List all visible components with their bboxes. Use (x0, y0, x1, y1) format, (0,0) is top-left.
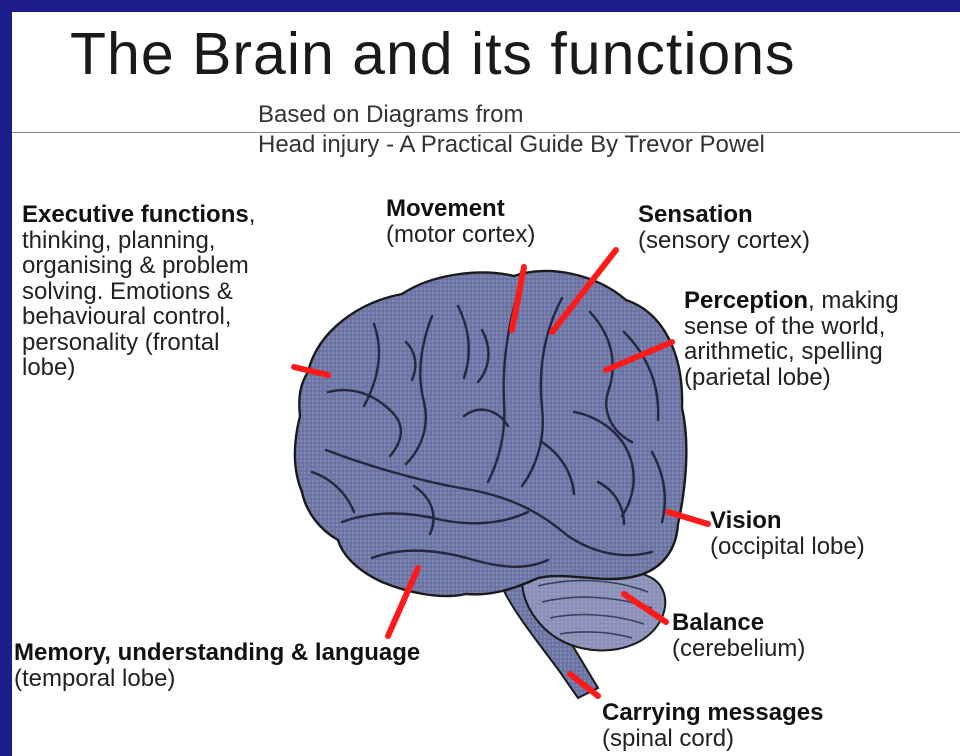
label-executive-line: lobe) (22, 355, 255, 381)
label-carrying-messages: Carrying messages (spinal cord) (602, 700, 823, 751)
label-balance-line: (cerebelium) (672, 636, 805, 662)
label-perception-rest: , making (808, 287, 899, 314)
label-executive-line: thinking, planning, (22, 228, 255, 254)
label-balance-bold: Balance (672, 609, 764, 636)
label-perception: Perception, making sense of the world, a… (684, 288, 899, 390)
label-executive-line: organising & problem (22, 253, 255, 279)
label-executive-bold: Executive functions (22, 201, 249, 228)
label-executive-line: behavioural control, (22, 304, 255, 330)
slide: The Brain and its functions Based on Dia… (12, 12, 960, 756)
label-movement: Movement (motor cortex) (386, 196, 535, 247)
label-executive-line: solving. Emotions & (22, 279, 255, 305)
label-sensation: Sensation (sensory cortex) (638, 202, 810, 253)
label-movement-bold: Movement (386, 195, 505, 222)
label-vision-bold: Vision (710, 507, 782, 534)
label-executive-line: personality (frontal (22, 330, 255, 356)
label-memory: Memory, understanding & language (tempor… (14, 640, 420, 691)
label-perception-bold: Perception (684, 287, 808, 314)
label-executive-functions: Executive functions, thinking, planning,… (22, 202, 255, 381)
label-memory-line: (temporal lobe) (14, 666, 420, 692)
label-balance: Balance (cerebelium) (672, 610, 805, 661)
label-carrying-line: (spinal cord) (602, 726, 823, 752)
label-vision-line: (occipital lobe) (710, 534, 865, 560)
cerebrum-shape (295, 271, 686, 596)
label-perception-line: (parietal lobe) (684, 365, 899, 391)
label-movement-line: (motor cortex) (386, 222, 535, 248)
label-sensation-bold: Sensation (638, 201, 753, 228)
label-perception-line: arithmetic, spelling (684, 339, 899, 365)
label-sensation-line: (sensory cortex) (638, 228, 810, 254)
label-perception-line: sense of the world, (684, 314, 899, 340)
label-executive-rest: , (249, 201, 256, 228)
label-vision: Vision (occipital lobe) (710, 508, 865, 559)
label-carrying-bold: Carrying messages (602, 699, 823, 726)
label-memory-bold: Memory, understanding & language (14, 639, 420, 666)
